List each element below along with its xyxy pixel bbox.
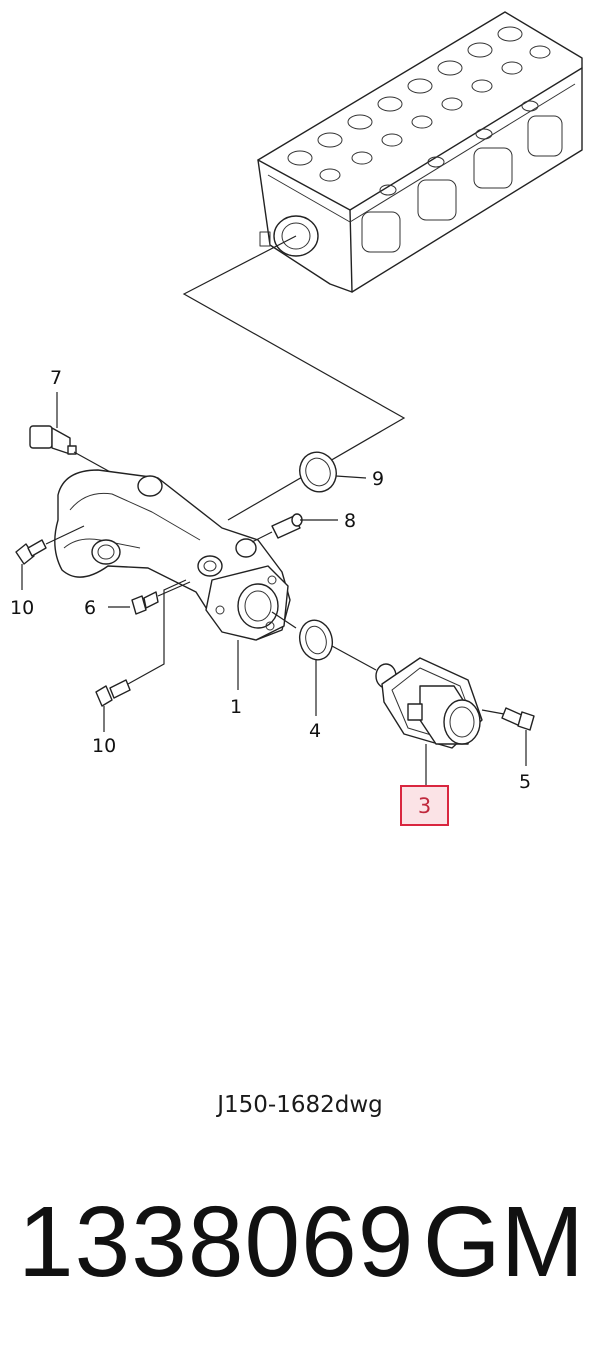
thermostat-part-3 — [375, 657, 483, 786]
bolt-part-10-lower — [95, 579, 187, 732]
callout-9: 9 — [372, 468, 384, 490]
bolt-part-6 — [108, 581, 191, 615]
bolt-part-5 — [481, 707, 535, 766]
callout-8: 8 — [344, 510, 356, 532]
callout-3-box[interactable] — [400, 785, 449, 826]
drawing-code: J150-1682dwg — [217, 1092, 383, 1118]
callout-4: 4 — [309, 720, 321, 742]
callout-10-upper: 10 — [10, 597, 34, 619]
callout-1: 1 — [230, 696, 242, 718]
callout-10-lower: 10 — [92, 735, 116, 757]
bleed-screw-part-8 — [251, 513, 338, 543]
callout-5: 5 — [519, 771, 531, 793]
callout-3[interactable]: 3 — [418, 794, 431, 818]
cylinder-head — [257, 11, 583, 293]
sensor-part-7 — [29, 392, 133, 485]
callout-7: 7 — [50, 367, 62, 389]
bolt-part-10-upper — [15, 525, 85, 590]
callout-3-highlight[interactable]: 3 — [400, 785, 449, 826]
brand-name: GM — [422, 1186, 584, 1298]
gasket-part-4 — [271, 611, 377, 716]
o-ring-part-9 — [299, 451, 367, 493]
part-number: 1338069 — [18, 1186, 415, 1298]
callout-6: 6 — [84, 597, 96, 619]
thermostat-housing-part-1 — [54, 469, 291, 690]
